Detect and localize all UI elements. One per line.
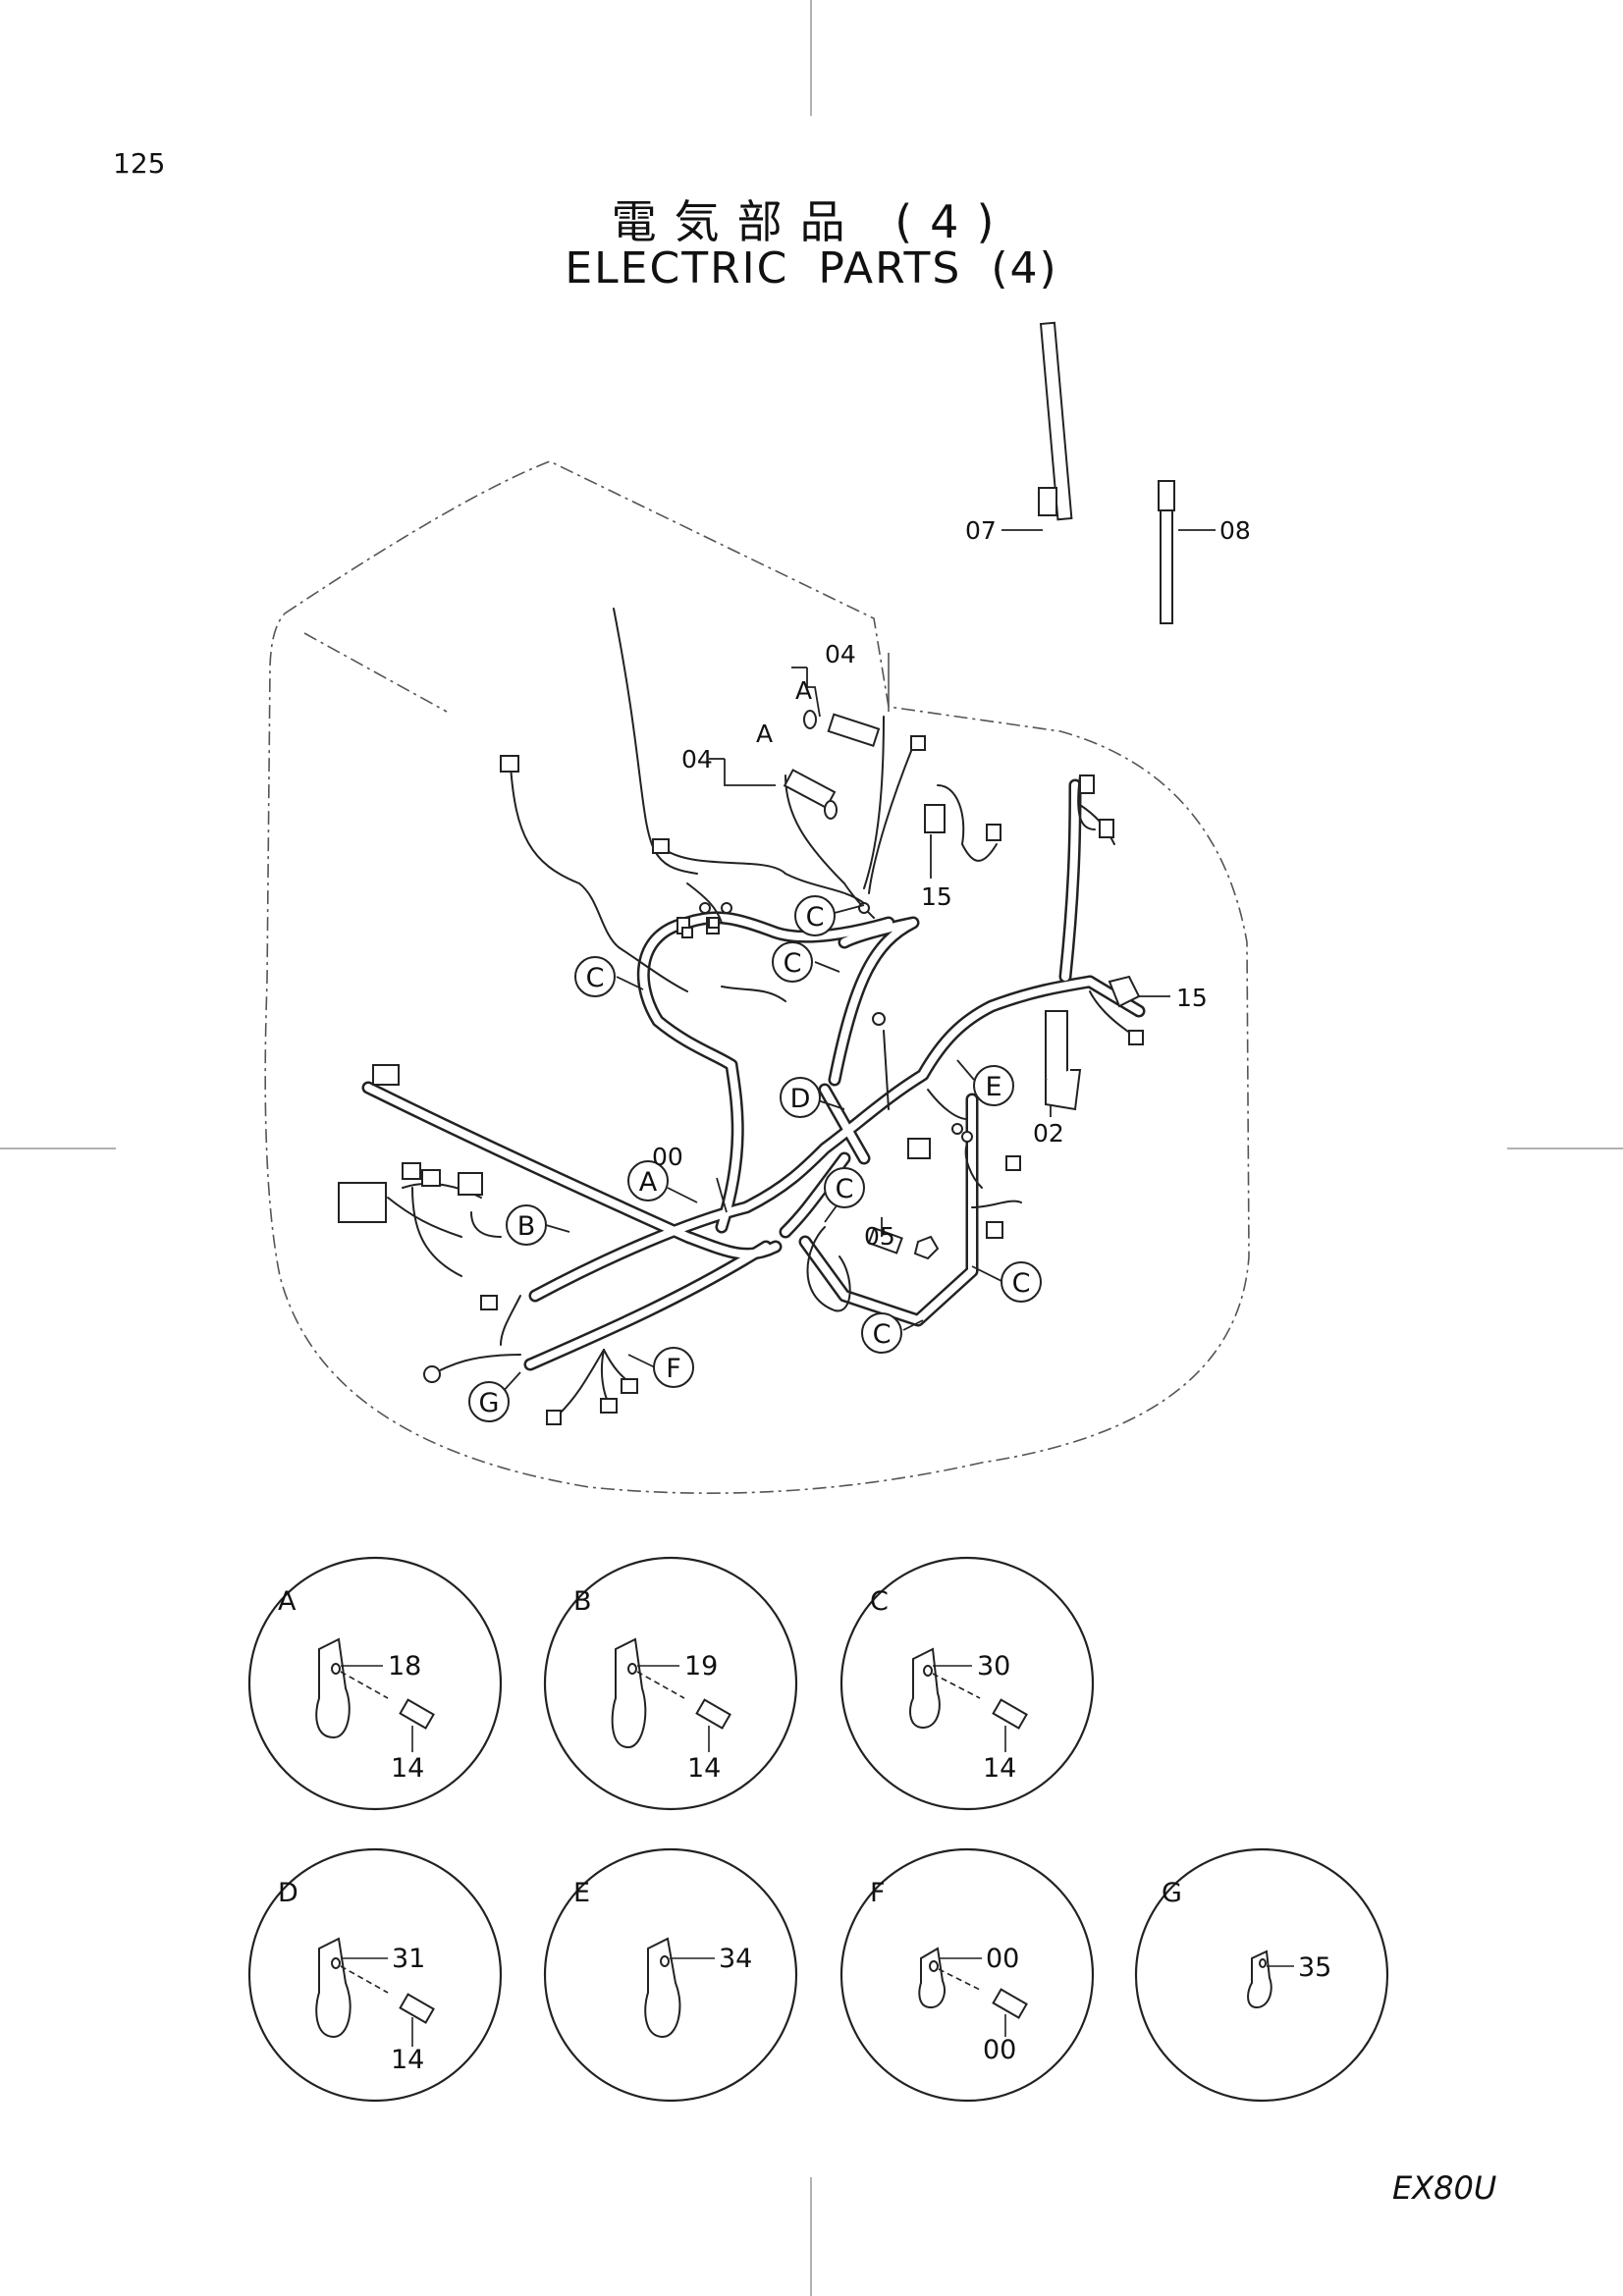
callout-c-4: C xyxy=(836,1174,854,1204)
callout-c-2: C xyxy=(784,948,802,979)
detail-a-bolt: 14 xyxy=(391,1753,424,1784)
callout-group: C C C D E A B C C C F G xyxy=(468,895,1042,1422)
detail-c-part: 30 xyxy=(977,1651,1010,1682)
detail-clamps xyxy=(315,1637,1272,2039)
part-04-label-mid: 04 xyxy=(681,745,713,774)
detail-g-letter: G xyxy=(1162,1878,1182,1908)
detail-b-bolt: 14 xyxy=(687,1753,721,1784)
page-number: 125 xyxy=(113,147,166,180)
detail-d-part: 31 xyxy=(392,1944,425,1974)
part-00-label: 00 xyxy=(652,1143,683,1171)
detail-c-bolt: 14 xyxy=(983,1753,1016,1784)
detail-d-letter: D xyxy=(278,1878,298,1908)
callout-f: F xyxy=(666,1354,681,1384)
detail-e-part: 34 xyxy=(719,1944,752,1974)
cover-inner-edge xyxy=(303,632,448,713)
part-08-label: 08 xyxy=(1219,516,1251,545)
callout-g: G xyxy=(479,1388,500,1418)
detail-leaders xyxy=(340,1665,1294,2047)
detail-a-ref-top: A xyxy=(795,676,812,705)
callout-b: B xyxy=(517,1211,536,1242)
detail-g-part: 35 xyxy=(1298,1952,1331,1983)
connectors xyxy=(338,735,1144,1425)
detail-e-letter: E xyxy=(573,1878,590,1908)
part-07-label: 07 xyxy=(965,516,997,545)
detail-a-letter: A xyxy=(278,1586,297,1617)
detail-a-part: 18 xyxy=(388,1651,421,1682)
callout-e: E xyxy=(985,1072,1001,1102)
title-japanese: 電気部品 (4) xyxy=(611,195,1012,248)
detail-f-bolt: 00 xyxy=(983,2035,1016,2065)
cover-outline xyxy=(264,460,1250,1494)
part-02-label: 02 xyxy=(1033,1119,1064,1148)
detail-b-letter: B xyxy=(573,1586,592,1617)
part-15-label-top: 15 xyxy=(921,882,952,911)
detail-views xyxy=(247,1556,1389,2103)
callout-c-6: C xyxy=(873,1319,892,1350)
callout-c-5: C xyxy=(1012,1268,1031,1299)
leader-lines xyxy=(709,529,1216,1237)
detail-b-part: 19 xyxy=(684,1651,718,1682)
callout-a: A xyxy=(639,1167,658,1198)
callout-c-3: C xyxy=(586,963,605,993)
model-code: EX80U xyxy=(1392,2169,1497,2207)
detail-a-ref-mid: A xyxy=(756,720,773,748)
callout-c-1: C xyxy=(806,902,825,933)
detail-f-letter: F xyxy=(870,1878,886,1908)
title-english: ELECTRIC PARTS (4) xyxy=(565,243,1058,294)
callout-d: D xyxy=(790,1084,811,1114)
detail-f-part: 00 xyxy=(986,1944,1019,1974)
part-numbers: 07 08 04 A 04 A 15 15 02 00 05 xyxy=(652,516,1251,1251)
part-04-label-top: 04 xyxy=(825,640,856,668)
part-bodies xyxy=(783,321,1175,1260)
part-15-label-right: 15 xyxy=(1176,984,1208,1012)
part-05-label: 05 xyxy=(864,1222,895,1251)
detail-c-letter: C xyxy=(870,1586,889,1617)
detail-d-bolt: 14 xyxy=(391,2045,424,2075)
